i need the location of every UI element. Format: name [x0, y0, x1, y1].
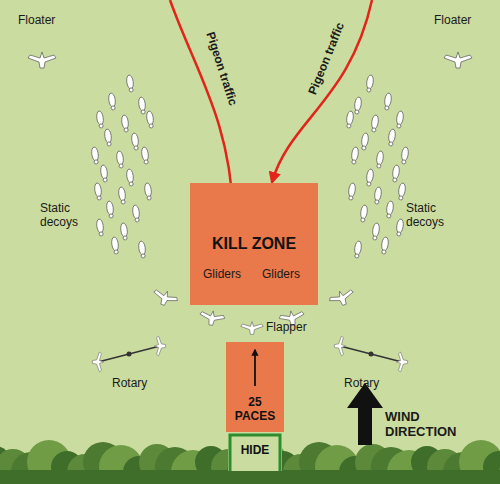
kill-zone-box: KILL ZONE	[190, 183, 318, 305]
hide-box: HIDE	[228, 433, 282, 471]
node-text: HIDE	[241, 444, 270, 458]
wind-label: WIND DIRECTION	[385, 410, 469, 440]
node-text: 25 PACES	[230, 396, 280, 424]
traffic-arrow	[272, 0, 372, 182]
decoy-label: Static decoys	[40, 202, 90, 230]
traffic-label: Pigeon traffic	[201, 24, 242, 114]
glider-label: Gliders	[262, 268, 312, 282]
rotary-label: Rotary	[112, 377, 162, 391]
traffic-arrow	[170, 0, 233, 212]
distance-box: 25 PACES	[226, 342, 284, 432]
decoy-birds	[28, 52, 472, 334]
wind-arrow	[347, 383, 383, 445]
flapper-label: Flapper	[266, 321, 316, 335]
node-text: KILL ZONE	[212, 235, 296, 253]
floater-label: Floater	[18, 14, 78, 28]
glider-label: Gliders	[203, 268, 253, 282]
decoy-label: Static decoys	[406, 202, 456, 230]
floater-label: Floater	[434, 14, 494, 28]
rotary-label: Rotary	[344, 377, 394, 391]
traffic-label: Pigeon traffic	[304, 15, 351, 104]
